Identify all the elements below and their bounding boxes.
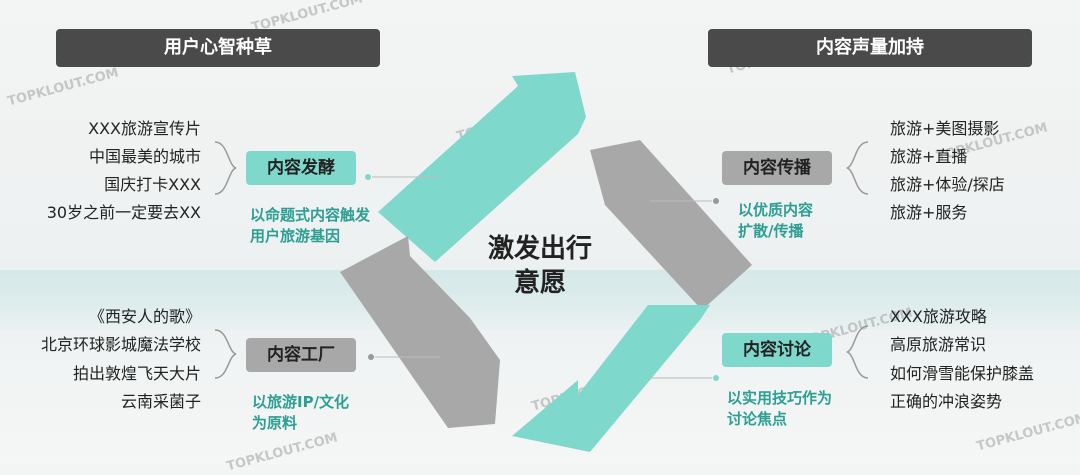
list-item-ferment-2: 中国最美的城市 xyxy=(88,147,201,166)
brace-left-bottom xyxy=(214,329,237,379)
desc-content-spread: 以优质内容 扩散/传播 xyxy=(738,201,814,240)
list-item-discussion-2: 高原旅游常识 xyxy=(890,335,987,354)
list-item-spread-1: 旅游+美图摄影 xyxy=(890,119,1000,138)
node-content-factory: 内容工厂 xyxy=(246,338,356,372)
list-item-factory-1: 《西安人的歌》 xyxy=(88,307,201,326)
arrow-bottom-left xyxy=(340,236,500,428)
background-sea xyxy=(0,270,1080,330)
list-item-factory-2: 北京环球影城魔法学校 xyxy=(40,335,201,354)
list-item-spread-2: 旅游+直播 xyxy=(890,147,968,166)
header-left: 用户心智种草 xyxy=(56,29,380,67)
desc-content-discussion: 以实用技巧作为 讨论焦点 xyxy=(727,389,833,428)
list-item-factory-4: 云南采菌子 xyxy=(120,392,201,411)
arrow-bottom-right xyxy=(512,305,710,452)
desc-content-ferment: 以命题式内容触发 用户旅游基因 xyxy=(250,206,371,245)
list-item-spread-4: 旅游+服务 xyxy=(890,203,968,222)
center-line-1: 激发出行 xyxy=(487,234,592,264)
list-item-discussion-4: 正确的冲浪姿势 xyxy=(890,392,1003,411)
arrow-top-left xyxy=(378,72,586,262)
node-content-discussion: 内容讨论 xyxy=(722,333,832,367)
header-right: 内容声量加持 xyxy=(708,29,1032,67)
list-item-discussion-3: 如何滑雪能保护膝盖 xyxy=(890,364,1035,383)
list-item-factory-3: 拍出敦煌飞天大片 xyxy=(72,364,201,383)
brace-right-bottom xyxy=(846,325,869,379)
cycle-diagram xyxy=(214,72,869,452)
arrow-top-right xyxy=(590,140,752,310)
list-item-spread-3: 旅游+体验/探店 xyxy=(890,175,1005,194)
list-item-ferment-1: XXX旅游宣传片 xyxy=(88,119,201,138)
list-item-ferment-4: 30岁之前一定要去XX xyxy=(46,203,201,222)
desc-content-factory: 以旅游IP/文化 为原料 xyxy=(252,393,350,432)
brace-right-top xyxy=(846,141,869,195)
list-item-discussion-1: XXX旅游攻略 xyxy=(890,307,987,326)
center-title: 激发出行 意愿 xyxy=(450,232,630,300)
list-item-ferment-3: 国庆打卡XXX xyxy=(104,175,201,194)
node-content-spread: 内容传播 xyxy=(722,151,832,185)
node-content-ferment: 内容发酵 xyxy=(246,151,356,185)
center-line-2: 意愿 xyxy=(513,268,566,298)
brace-left-top xyxy=(214,141,237,195)
